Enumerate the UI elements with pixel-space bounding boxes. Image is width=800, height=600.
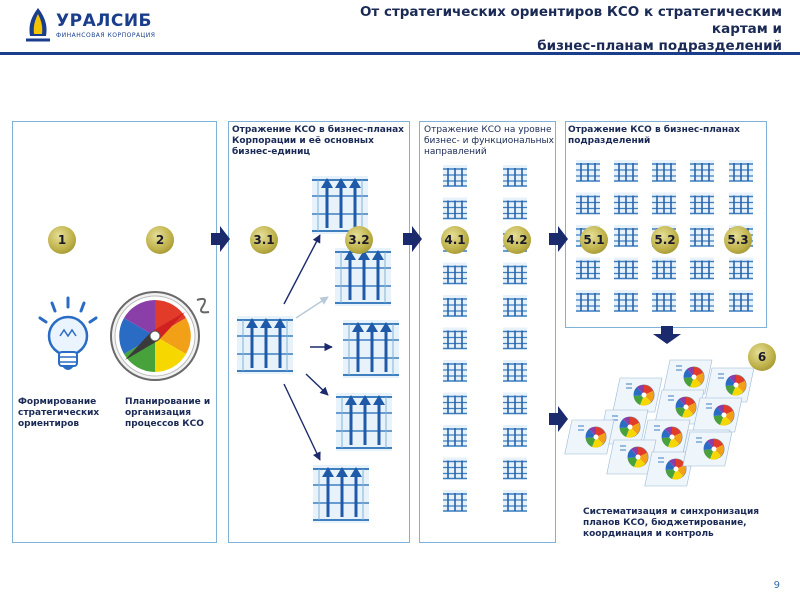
chart-icon [502, 424, 528, 448]
compass-icon [692, 397, 743, 433]
chart-icon [689, 159, 715, 183]
panel-business-directions [419, 121, 556, 543]
compass-icon [662, 359, 713, 395]
arrow-icon [653, 326, 681, 344]
chart-icon [689, 289, 715, 313]
chart-icon [442, 294, 468, 318]
chart-icon [613, 224, 639, 248]
logo-emblem-icon [26, 8, 50, 42]
logo-subtitle: ФИНАНСОВАЯ КОРПОРАЦИЯ [56, 32, 156, 39]
chart-icon [689, 256, 715, 281]
compass-icon [110, 291, 210, 381]
chart-icon [442, 164, 468, 188]
panel-corporate-caption: Отражение КСО в бизнес-планах Корпорации… [232, 125, 404, 157]
arrow-icon [305, 373, 329, 396]
step-circle-3-2: 3.2 [345, 226, 373, 254]
chart-icon [502, 261, 528, 286]
panel-units-caption: Отражение КСО в бизнес-планах подразделе… [568, 125, 740, 146]
header-divider [0, 52, 800, 55]
chart-icon [651, 256, 677, 281]
chart-icon [311, 463, 371, 525]
page-title-line1: От стратегических ориентиров КСО к страт… [359, 4, 782, 37]
arrow-icon [283, 234, 321, 305]
arrow-icon [403, 226, 422, 252]
chart-icon [502, 489, 528, 513]
systematization-caption: Систематизация и синхронизация планов КС… [583, 507, 760, 539]
chart-icon [502, 456, 528, 481]
chart-icon [334, 391, 394, 453]
chart-icon [442, 391, 468, 416]
directions-chart-grid [442, 164, 528, 513]
step-circle-4-1: 4.1 [441, 226, 469, 254]
page-title-line2: бизнес-планам подразделений [537, 38, 782, 54]
lightbulb-icon [38, 296, 98, 370]
step-circle-3-1: 3.1 [250, 226, 278, 254]
chart-icon [502, 164, 528, 188]
chart-icon [442, 456, 468, 481]
arrow-icon [295, 296, 329, 319]
step-circle-5-1: 5.1 [580, 226, 608, 254]
chart-icon [728, 159, 754, 183]
step1-label: Формирование стратегических ориентиров [18, 397, 100, 429]
chart-icon [502, 196, 528, 221]
chart-icon [235, 314, 295, 376]
header: УРАЛСИБ ФИНАНСОВАЯ КОРПОРАЦИЯ От стратег… [0, 0, 800, 54]
chart-icon [728, 256, 754, 281]
arrow-icon [549, 226, 568, 252]
chart-icon [502, 326, 528, 351]
compass-icon [704, 367, 755, 403]
step-circle-1: 1 [48, 226, 76, 254]
chart-icon [613, 159, 639, 183]
chart-icon [575, 191, 601, 216]
chart-icon [613, 191, 639, 216]
step-circle-2: 2 [146, 226, 174, 254]
chart-icon [689, 224, 715, 248]
chart-icon [651, 191, 677, 216]
page-title: От стратегических ориентиров КСО к страт… [302, 4, 782, 55]
chart-icon [442, 261, 468, 286]
chart-icon [575, 289, 601, 313]
chart-icon [502, 294, 528, 318]
chart-icon [502, 359, 528, 383]
chart-icon [651, 289, 677, 313]
chart-icon [613, 256, 639, 281]
chart-icon [502, 391, 528, 416]
step2-label: Планирование и организация процессов КСО [125, 397, 211, 429]
compass-icon [612, 377, 663, 413]
step-circle-5-2: 5.2 [651, 226, 679, 254]
chart-icon [689, 191, 715, 216]
arrow-icon [549, 406, 568, 432]
chart-icon [651, 159, 677, 183]
compass-icon [564, 419, 615, 455]
chart-icon [442, 196, 468, 221]
arrow-icon [211, 226, 230, 252]
uralsib-logo: УРАЛСИБ ФИНАНСОВАЯ КОРПОРАЦИЯ [22, 6, 172, 46]
chart-icon [442, 359, 468, 383]
chart-icon [575, 256, 601, 281]
chart-icon [728, 289, 754, 313]
chart-icon [341, 318, 401, 380]
page-number: 9 [773, 580, 780, 591]
arrow-icon [283, 383, 321, 461]
compass-icon [682, 431, 733, 467]
chart-icon [728, 191, 754, 216]
step-circle-6: 6 [748, 343, 776, 371]
block-arrows [211, 226, 681, 432]
chart-icon [333, 246, 393, 308]
chart-icon [442, 326, 468, 351]
chart-icon [442, 489, 468, 513]
step-circle-4-2: 4.2 [503, 226, 531, 254]
panel-directions-caption: Отражение КСО на уровне бизнес- и функци… [424, 125, 554, 157]
systematization-compass-cluster [564, 359, 755, 487]
chart-icon [613, 289, 639, 313]
chart-icon [442, 424, 468, 448]
step-circle-5-3: 5.3 [724, 226, 752, 254]
chart-icon [575, 159, 601, 183]
logo-name: УРАЛСИБ [56, 11, 153, 31]
